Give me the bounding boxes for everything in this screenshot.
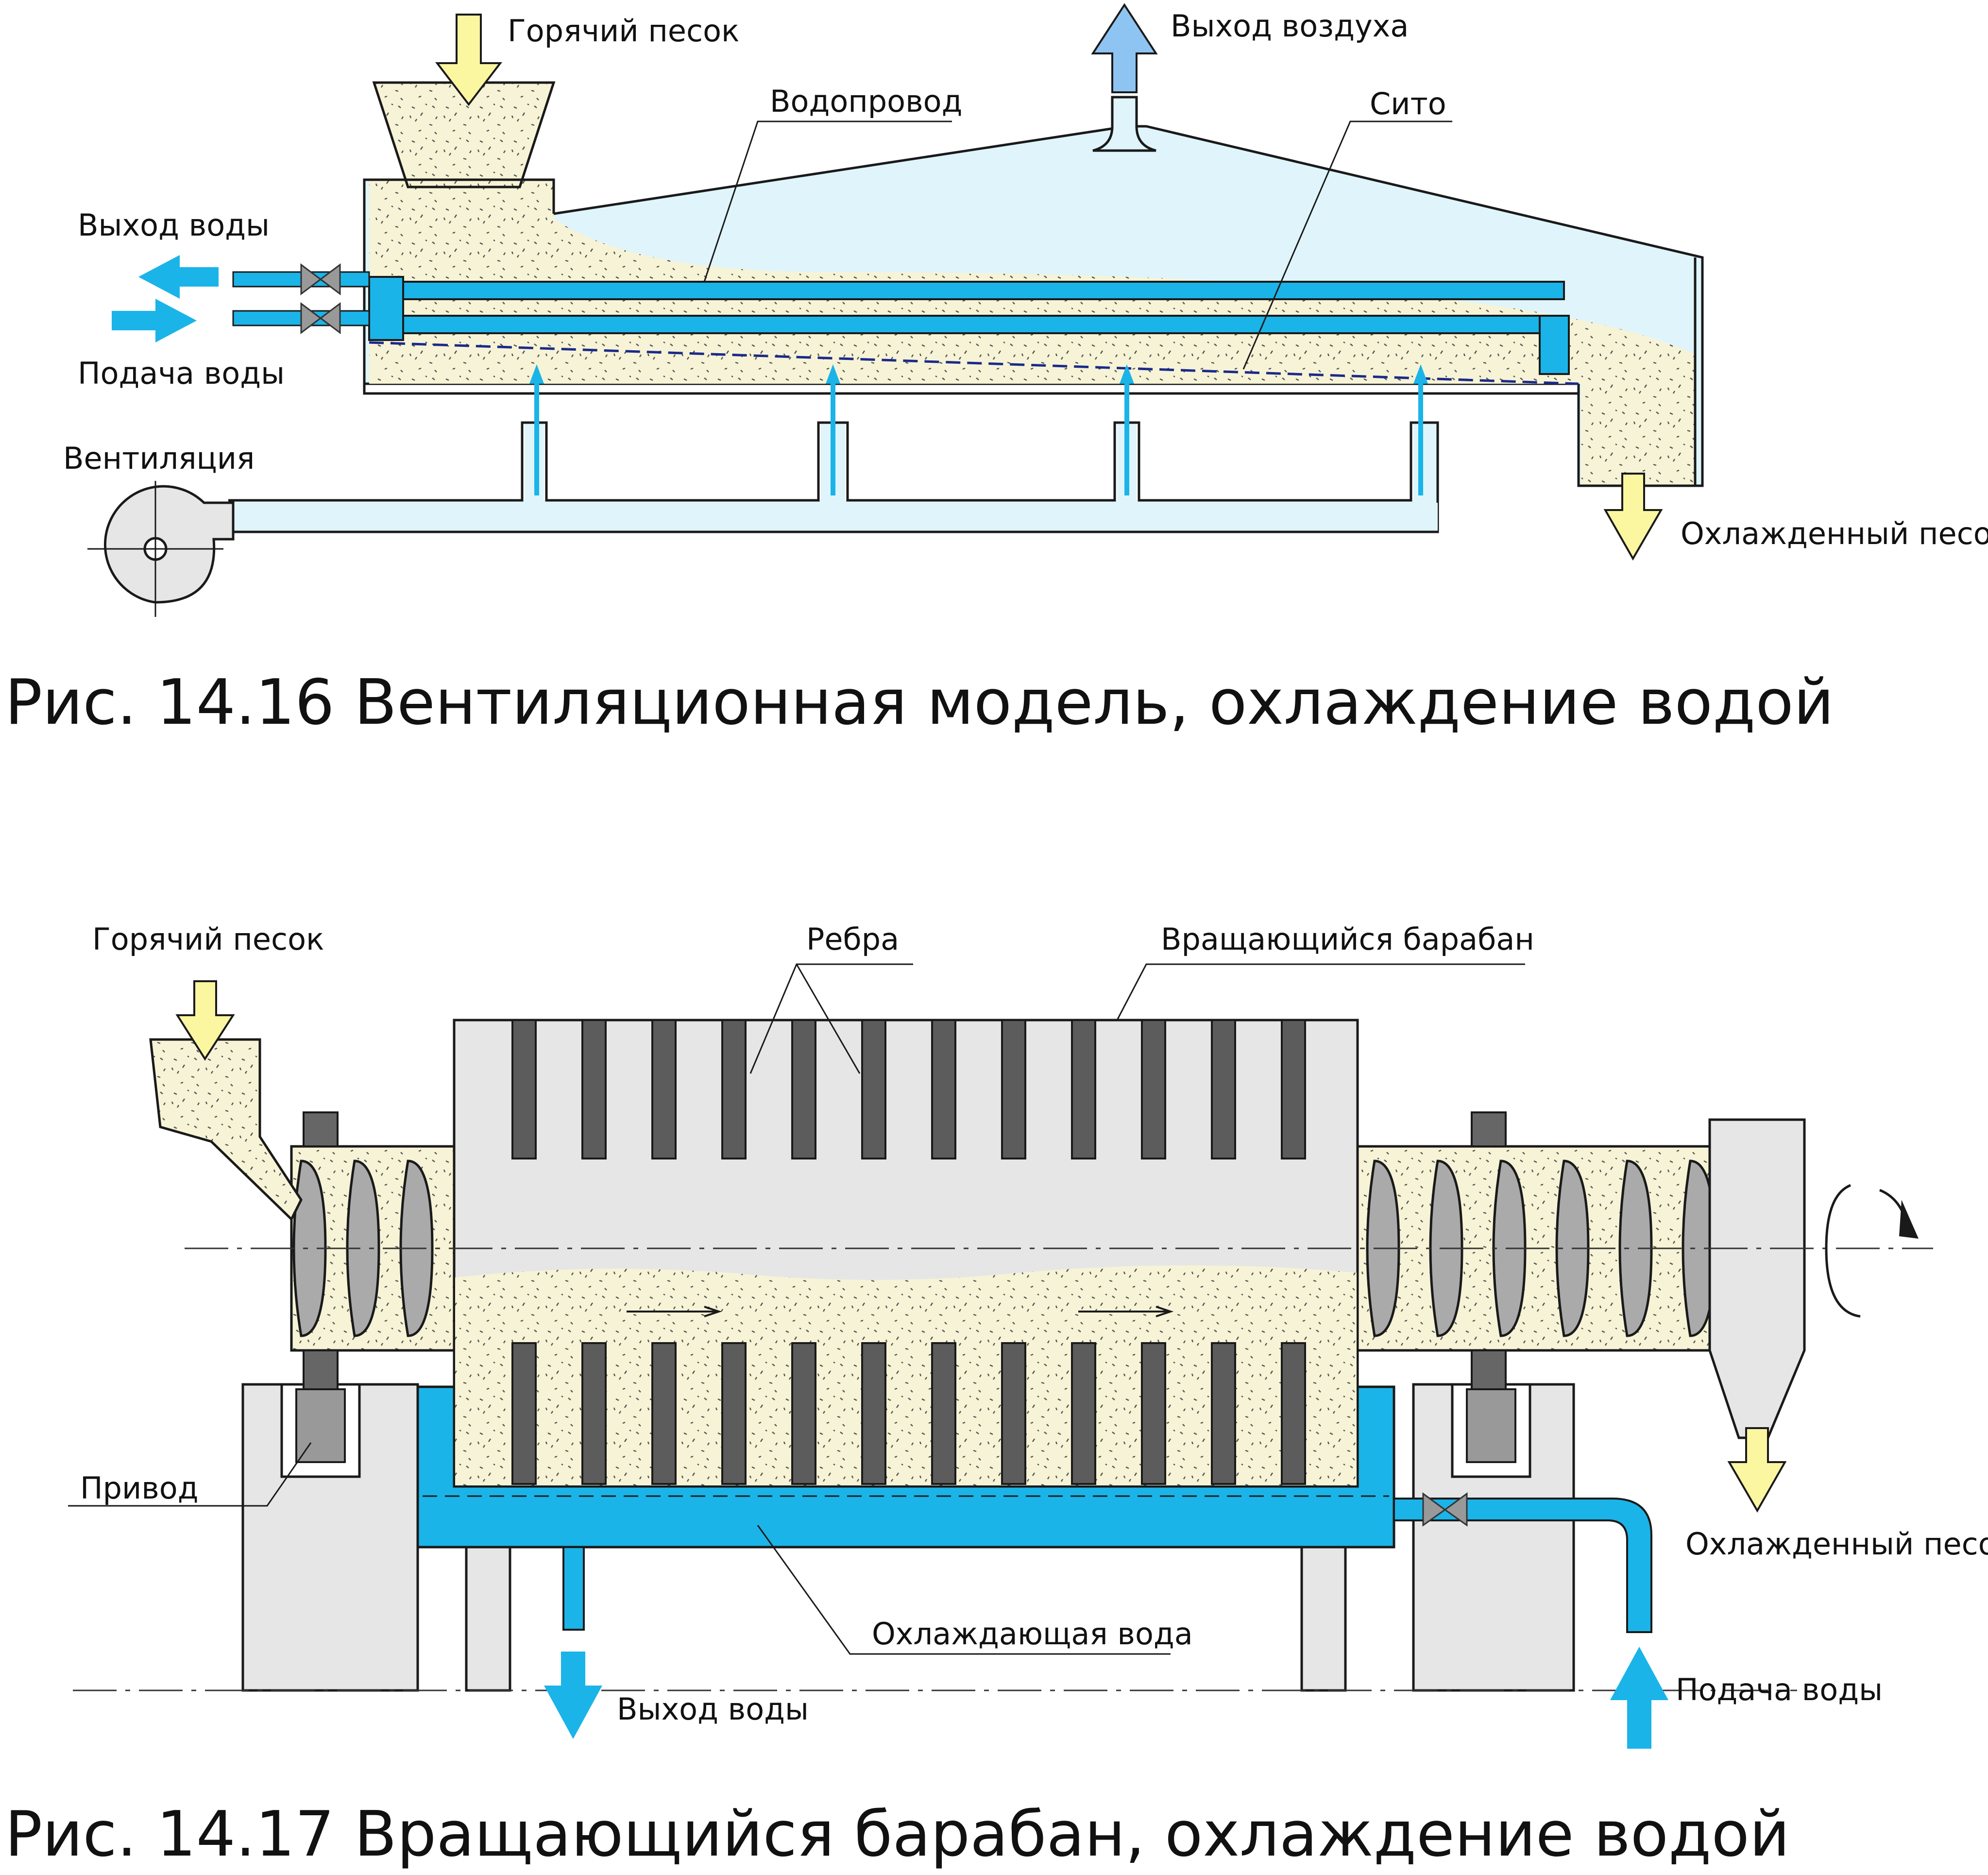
figure-1-caption: Рис. 14.16 Вентиляционная модель, охлажд… [5, 666, 1834, 739]
water-out-arrow [544, 1652, 602, 1739]
drum-rib-bottom [651, 1342, 677, 1485]
label-ventilation: Вентиляция [63, 441, 255, 476]
label-air-out: Выход воздуха [1171, 8, 1409, 44]
water-in-arrow [1610, 1647, 1668, 1749]
figure-rotating-drum: Горячий песок Ребра Вращающийся барабан … [68, 921, 1988, 1749]
figure-ventilation-model: Горячий песок Выход воздуха Водопровод С… [63, 3, 1988, 617]
label-ribs: Ребра [806, 921, 899, 957]
label-cooled-sand: Охлажденный песок [1685, 1526, 1988, 1562]
drum-rib-bottom [581, 1342, 607, 1485]
label-rotating-drum: Вращающийся барабан [1161, 921, 1534, 957]
hot-sand-in-arrow [175, 980, 235, 1061]
drum-rib-top [511, 1019, 537, 1159]
label-water-out: Выход воды [617, 1691, 809, 1727]
valve-icon [1422, 1492, 1468, 1527]
drum-rib-bottom [791, 1342, 816, 1485]
label-sieve: Сито [1370, 86, 1446, 121]
label-water-in: Подача воды [78, 356, 285, 391]
drum-rib-top [721, 1019, 747, 1159]
drum-rib-bottom [1141, 1342, 1166, 1485]
drum-rib-top [1071, 1019, 1096, 1159]
pipe-header-left [368, 276, 404, 341]
water-in-arrow [112, 299, 197, 342]
drum-rib-top [1281, 1019, 1306, 1159]
water-supply-pipe [1393, 1498, 1652, 1633]
pipe-header-right [1539, 315, 1570, 375]
drum-rib-top [1001, 1019, 1026, 1159]
drum-rib-bottom [1071, 1342, 1096, 1485]
sand-outlet-chute [1708, 1118, 1806, 1439]
valve-icon [300, 263, 341, 295]
drum-rib-bottom [721, 1342, 747, 1485]
drum-rib-bottom [861, 1342, 886, 1485]
drum-rib-bottom [1281, 1342, 1306, 1485]
drum-rib-top [791, 1019, 816, 1159]
drum-rib-top [1141, 1019, 1166, 1159]
water-pipe-upper [368, 281, 1565, 300]
label-water-pipe: Водопровод [770, 84, 962, 119]
valve-icon [300, 302, 341, 334]
air-out-arrow [1091, 3, 1158, 93]
sand-flow-arrow [1078, 1306, 1174, 1317]
cooled-sand-out-arrow [1727, 1427, 1787, 1513]
water-pipe-lower [368, 315, 1565, 334]
drum-rib-top [581, 1019, 607, 1159]
cooled-sand-out-arrow [1603, 473, 1663, 561]
drive-unit [295, 1388, 346, 1463]
hot-sand-hopper [372, 81, 556, 188]
drum-rib-bottom [511, 1342, 537, 1485]
drum-rib-top [651, 1019, 677, 1159]
drum-rib-bottom [1211, 1342, 1236, 1485]
drum-rib-bottom [1001, 1342, 1026, 1485]
drum-rib-top [1211, 1019, 1236, 1159]
fan-icon [87, 481, 235, 617]
hot-sand-hopper [149, 1038, 303, 1222]
air-outlet-neck [1092, 96, 1156, 152]
drum-sand [455, 1265, 1357, 1485]
water-out-arrow [138, 255, 219, 299]
drum-rib-top [861, 1019, 886, 1159]
label-cooling-water: Охлаждающая вода [872, 1616, 1193, 1652]
label-hot-sand: Горячий песок [508, 13, 739, 49]
label-water-in: Подача воды [1676, 1672, 1883, 1707]
drum-rib-top [931, 1019, 956, 1159]
label-cooled-sand: Охлажденный песок [1681, 516, 1988, 551]
label-water-out: Выход воды [78, 207, 270, 243]
label-drive: Привод [80, 1470, 199, 1506]
sieve-line [369, 341, 1579, 385]
figure-2-caption: Рис. 14.17 Вращающийся барабан, охлажден… [5, 1798, 1790, 1871]
sand-flow-arrow [627, 1306, 722, 1317]
label-hot-sand: Горячий песок [92, 921, 324, 957]
rotation-arrow-icon [1825, 1184, 1910, 1318]
drum-rib-bottom [931, 1342, 956, 1485]
air-flow-arrows [529, 364, 1428, 495]
hot-sand-in-arrow [435, 14, 503, 106]
